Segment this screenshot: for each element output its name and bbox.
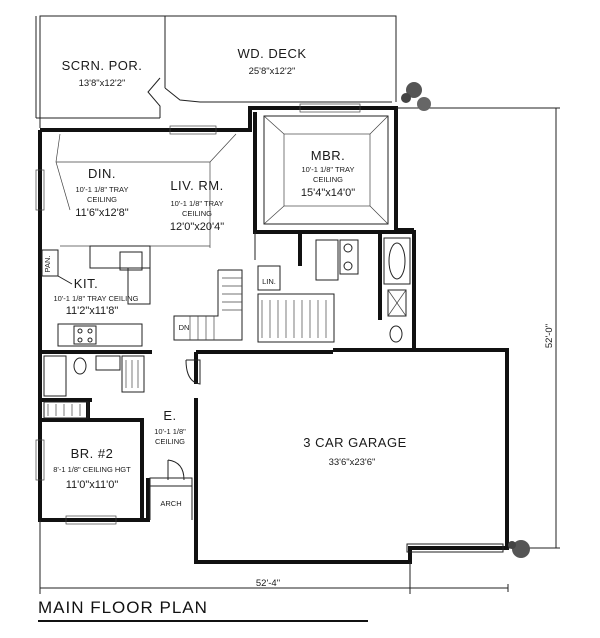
pantry-name: PAN. xyxy=(43,256,52,273)
screen-porch-size: 13'8"x12'2" xyxy=(79,78,126,89)
kitchen-ceiling: 10'-1 1/8" TRAY CEILING xyxy=(54,294,139,303)
garage-size: 33'6"x23'6" xyxy=(329,457,376,468)
garage-name: 3 CAR GARAGE xyxy=(303,435,407,450)
laundry-name: LIN. xyxy=(262,277,276,286)
hall-bath xyxy=(43,355,145,419)
plan-title: MAIN FLOOR PLAN xyxy=(38,598,208,617)
master-ceiling-2: CEILING xyxy=(313,175,343,184)
dining-ceiling-2: CEILING xyxy=(87,195,117,204)
arch-label: ARCH xyxy=(160,499,181,508)
living-ceiling-1: 10'-1 1/8" TRAY xyxy=(170,199,223,208)
dining-name: DIN. xyxy=(88,166,116,181)
screen-porch-name: SCRN. POR. xyxy=(62,58,143,73)
entry-details xyxy=(149,359,201,520)
deck-name: WD. DECK xyxy=(238,46,307,61)
stairs xyxy=(173,269,243,341)
master-suite-walls xyxy=(253,112,412,320)
garage-door xyxy=(39,520,504,594)
entry-ceiling-2: CEILING xyxy=(155,437,185,446)
windows xyxy=(35,103,361,525)
stair-dn-label: DN xyxy=(179,323,190,332)
depth-dimension: 52'-0" xyxy=(544,324,555,348)
width-dimension: 52'-4" xyxy=(256,578,280,589)
master-ceiling-1: 10'-1 1/8" TRAY xyxy=(301,165,354,174)
title-underline xyxy=(38,620,368,622)
master-name: MBR. xyxy=(311,148,346,163)
deck-outline xyxy=(35,15,397,128)
bedroom2-size: 11'0"x11'0" xyxy=(66,479,119,491)
dining-size: 11'6"x12'8" xyxy=(75,207,128,219)
tree-icon xyxy=(401,82,530,558)
living-name: LIV. RM. xyxy=(170,178,223,193)
kitchen-name: KIT. xyxy=(74,276,98,291)
bedroom2-ceiling: 8'-1 1/8" CEILING HGT xyxy=(53,465,131,474)
dining-ceiling-1: 10'-1 1/8" TRAY xyxy=(75,185,128,194)
closets-bath xyxy=(257,237,411,343)
living-size: 12'0"x20'4" xyxy=(170,221,224,233)
kitchen-size: 11'2"x11'8" xyxy=(66,305,119,317)
deck-size: 25'8"x12'2" xyxy=(249,66,296,77)
bedroom2-name: BR. #2 xyxy=(71,446,114,461)
exterior-walls xyxy=(38,106,509,564)
entry-name: E. xyxy=(163,408,176,423)
master-size: 15'4"x14'0" xyxy=(301,187,355,199)
living-ceiling-2: CEILING xyxy=(182,209,212,218)
kitchen-fixtures xyxy=(41,245,151,347)
entry-ceiling-1: 10'-1 1/8" xyxy=(154,427,186,436)
